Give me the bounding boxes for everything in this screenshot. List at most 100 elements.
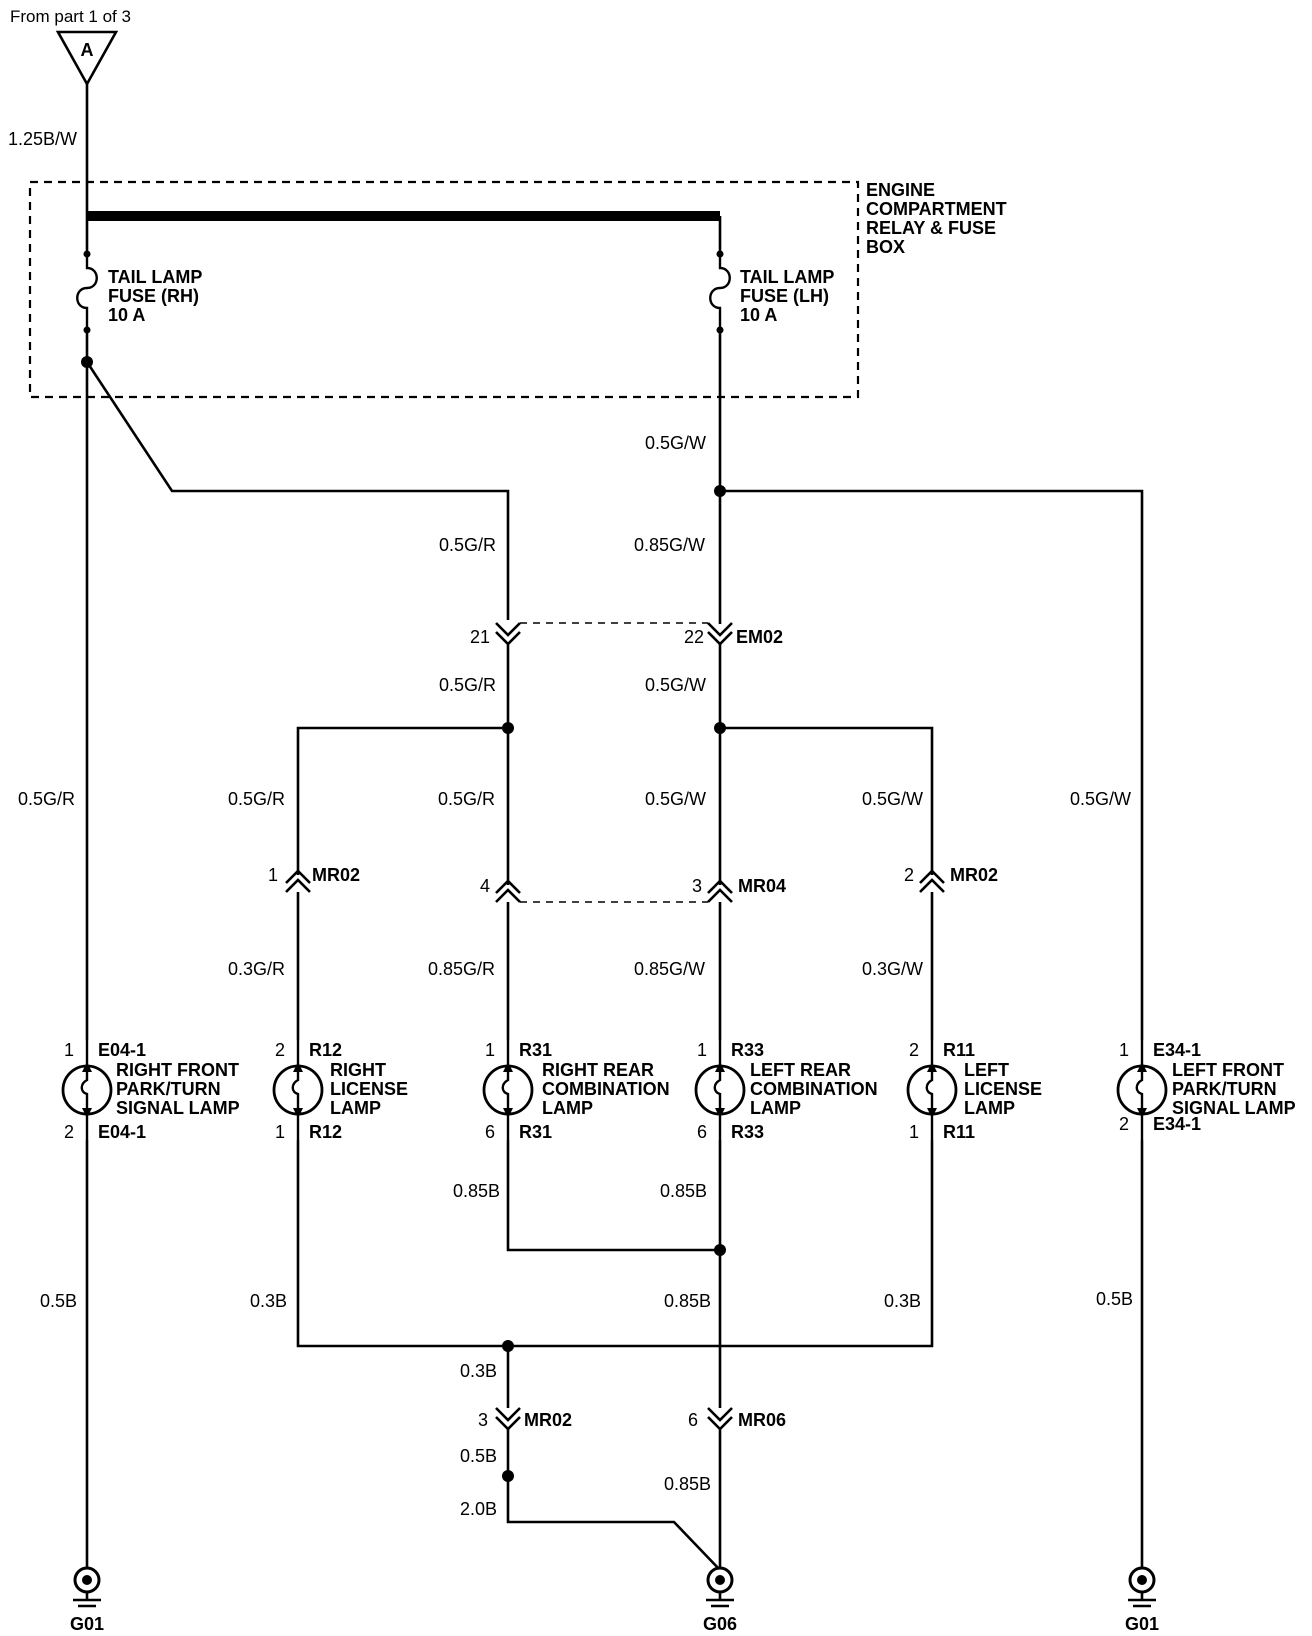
lamp-pin: 2	[1119, 1114, 1129, 1134]
lamp-connector: R31	[519, 1122, 552, 1142]
wire-label: 0.5B	[1096, 1289, 1133, 1309]
ground-icon	[73, 1566, 101, 1608]
relay-fuse-box-boundary	[28, 180, 860, 399]
lamp-name-line2: PARK/TURN	[116, 1079, 221, 1099]
lamp-pin: 2	[275, 1040, 285, 1060]
wire-label: 0.5G/W	[1070, 789, 1131, 809]
lamp-name-line3: LAMP	[750, 1098, 801, 1118]
lamp-name-line2: COMBINATION	[750, 1079, 878, 1099]
connector-name: MR02	[312, 865, 360, 885]
lamp-name-line3: LAMP	[330, 1098, 381, 1118]
right-license-lamp	[272, 1040, 324, 1140]
wire-label: 0.5B	[40, 1291, 77, 1311]
wire-license-ground-loop	[296, 1140, 934, 1348]
tail-lamp-fuse-lh	[709, 250, 731, 334]
lamp-pin: 1	[697, 1040, 707, 1060]
lamp-pin: 1	[1119, 1040, 1129, 1060]
box-label-line3: RELAY & FUSE	[866, 218, 996, 238]
wire-label: 0.5G/R	[439, 535, 496, 555]
connector-a-symbol: A	[55, 30, 119, 87]
lamp-connector: E34-1	[1153, 1114, 1201, 1134]
wire-label: 0.5G/R	[439, 675, 496, 695]
connector-pin: 3	[692, 876, 702, 896]
wire	[506, 1140, 720, 1252]
tail-lamp-fuse-rh	[76, 250, 98, 334]
connector-mr02-pin2	[919, 869, 945, 893]
wire-label: 0.85B	[660, 1181, 707, 1201]
wire-label: 0.85B	[453, 1181, 500, 1201]
box-label-line2: COMPARTMENT	[866, 199, 1007, 219]
ground-label: G01	[1125, 1614, 1159, 1634]
lamp-connector: R11	[943, 1122, 975, 1142]
fuse-rh-line1: TAIL LAMP	[108, 267, 202, 287]
lamp-pin: 2	[909, 1040, 919, 1060]
lamp-connector: R11	[943, 1040, 975, 1060]
connector-pin: 22	[684, 627, 704, 647]
connector-name: MR02	[524, 1410, 572, 1430]
fuse-lh-line3: 10 A	[740, 305, 777, 325]
lamp-connector: R12	[309, 1040, 342, 1060]
wire-label: 0.5G/W	[645, 433, 706, 453]
wire-label: 0.3G/W	[862, 959, 923, 979]
lamp-name-line1: LEFT	[964, 1060, 1009, 1080]
connector-name: MR02	[950, 865, 998, 885]
connector-pin: 2	[904, 865, 914, 885]
wire-label: 0.85G/R	[428, 959, 495, 979]
lamp-name-line3: SIGNAL LAMP	[116, 1098, 240, 1118]
connector-pin: 1	[268, 865, 278, 885]
connector-name: EM02	[736, 627, 783, 647]
connector-mr02-pin3	[495, 1407, 521, 1431]
left-license-lamp	[906, 1040, 958, 1140]
wire-label: 0.5G/R	[438, 789, 495, 809]
wire-label: 0.3B	[250, 1291, 287, 1311]
lamp-connector: R33	[731, 1040, 764, 1060]
connector-mr06	[707, 1407, 733, 1431]
connector-pin: 21	[470, 627, 490, 647]
wire	[506, 1476, 721, 1571]
lamp-name-line1: LEFT FRONT	[1172, 1060, 1284, 1080]
connector-pin: 4	[480, 876, 490, 896]
right-rear-combination-lamp	[482, 1040, 534, 1140]
wire-label: 0.3B	[460, 1361, 497, 1381]
wire-label: 0.5G/R	[18, 789, 75, 809]
ground-icon	[706, 1566, 734, 1608]
right-front-park-turn-signal-lamp	[61, 1040, 113, 1140]
wire-label: 0.85B	[664, 1291, 711, 1311]
fuse-lh-line1: TAIL LAMP	[740, 267, 834, 287]
wire-label: 0.85B	[664, 1474, 711, 1494]
lamp-name-line2: COMBINATION	[542, 1079, 670, 1099]
wire-left-front-feed	[720, 489, 1144, 1040]
lamp-pin: 1	[64, 1040, 74, 1060]
wire-label: 0.3G/R	[228, 959, 285, 979]
lamp-name-line1: LEFT REAR	[750, 1060, 851, 1080]
ground-icon	[1128, 1566, 1156, 1608]
wire-label: 1.25B/W	[8, 129, 77, 149]
connector-a-label: A	[81, 40, 94, 60]
lamp-name-line1: RIGHT FRONT	[116, 1060, 239, 1080]
lamp-name-line3: LAMP	[542, 1098, 593, 1118]
wire-label: 0.5G/W	[862, 789, 923, 809]
wire-label: 0.3B	[884, 1291, 921, 1311]
lamp-connector: R33	[731, 1122, 764, 1142]
wire-label: 2.0B	[460, 1499, 497, 1519]
lamp-pin: 6	[697, 1122, 707, 1142]
lamp-name-line1: RIGHT REAR	[542, 1060, 654, 1080]
lamp-pin: 1	[275, 1122, 285, 1142]
from-part-label: From part 1 of 3	[10, 7, 131, 26]
lamp-pin: 1	[909, 1122, 919, 1142]
box-label-line1: ENGINE	[866, 180, 935, 200]
box-label-line4: BOX	[866, 237, 905, 257]
wire	[720, 726, 934, 875]
splice	[714, 1244, 726, 1256]
lamp-name-line2: LICENSE	[964, 1079, 1042, 1099]
lamp-name-line2: PARK/TURN	[1172, 1079, 1277, 1099]
wire-label: 0.5B	[460, 1446, 497, 1466]
connector-mr04	[495, 879, 733, 903]
connector-mr02-pin1	[285, 869, 311, 893]
ground-label: G01	[70, 1614, 104, 1634]
wire-label: 0.5G/W	[645, 789, 706, 809]
fuse-rh-line3: 10 A	[108, 305, 145, 325]
lamp-pin: 1	[485, 1040, 495, 1060]
wire-label: 0.85G/W	[634, 959, 705, 979]
